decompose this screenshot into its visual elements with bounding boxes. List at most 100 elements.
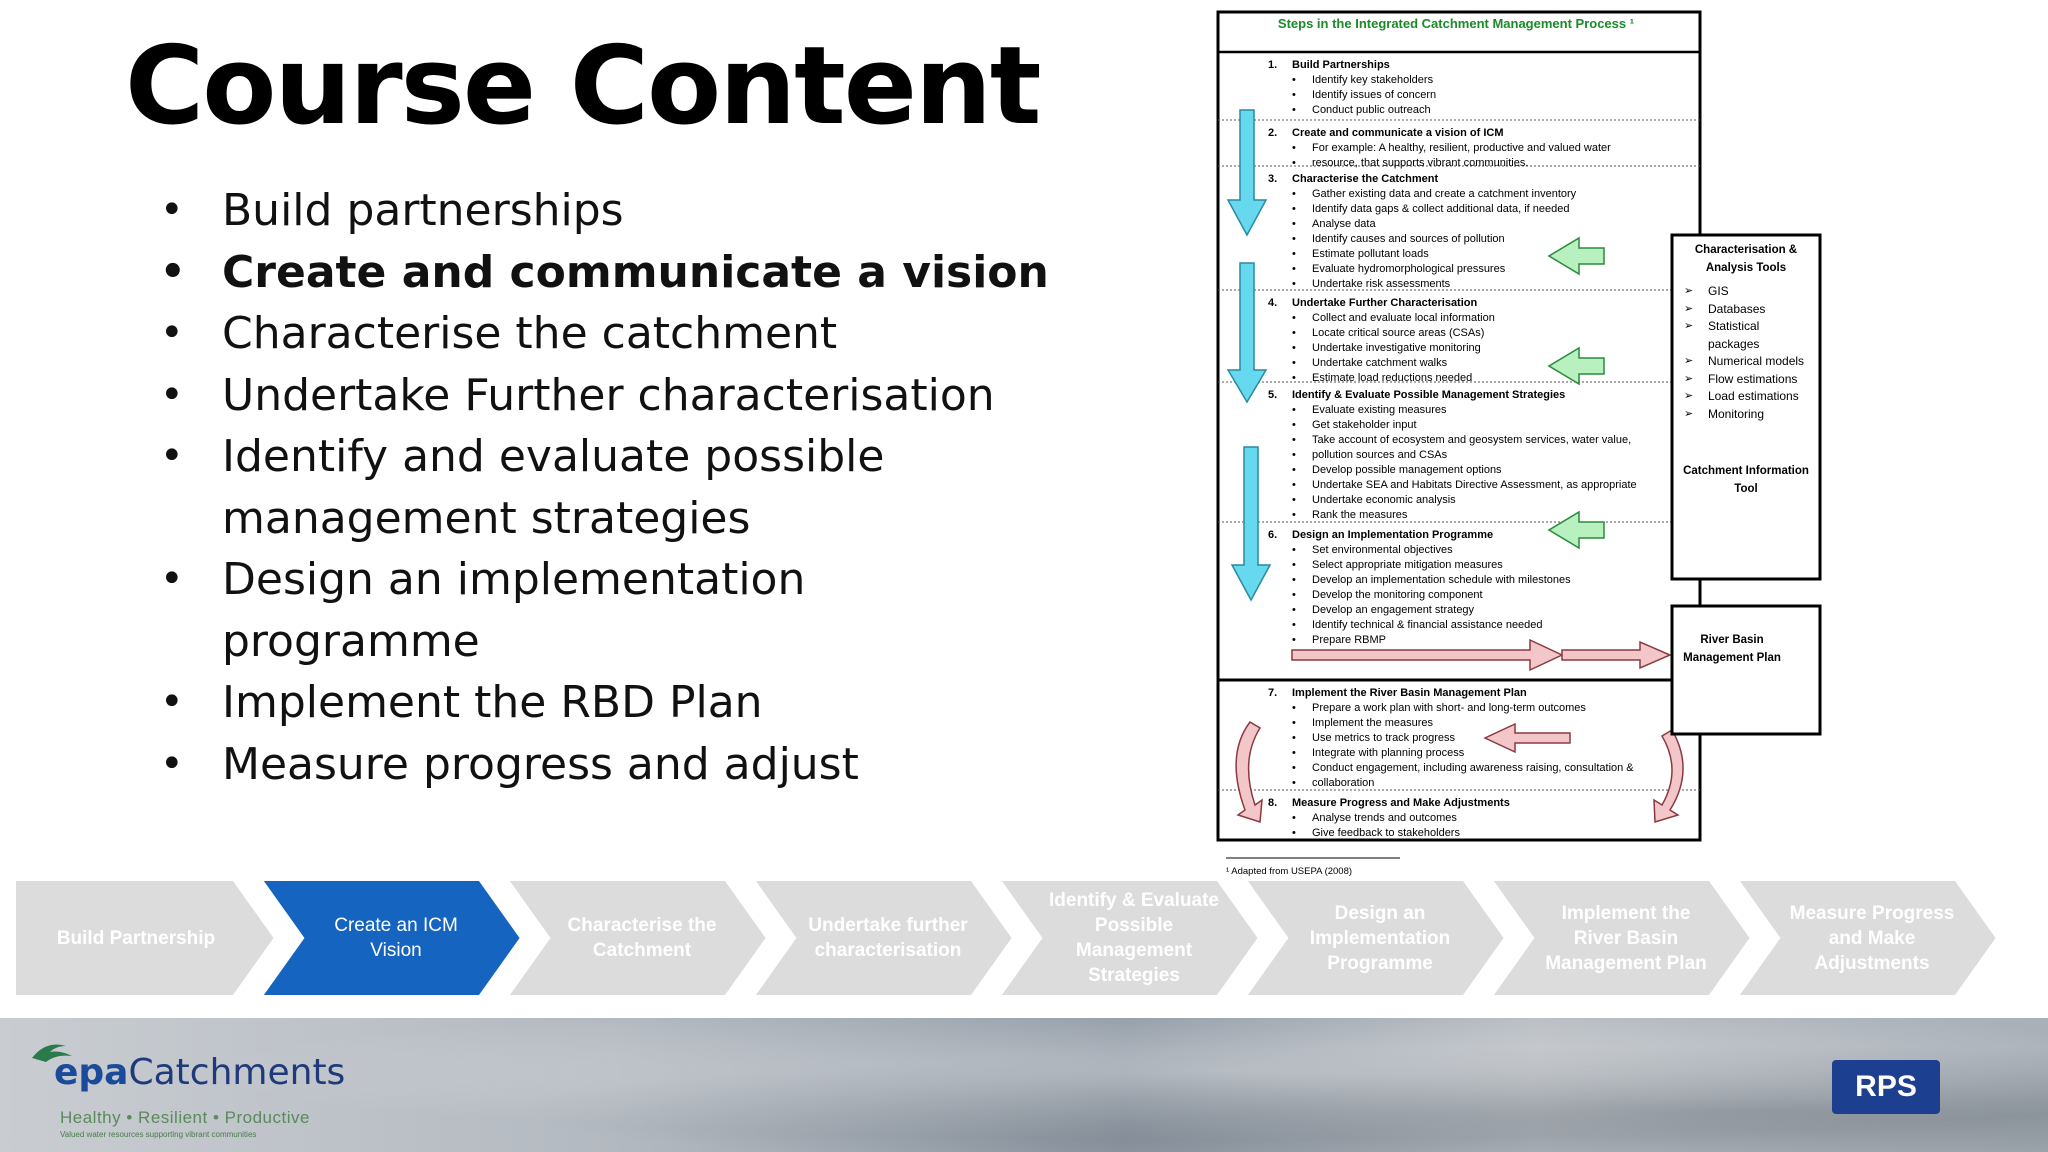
diagram-title: Steps in the Integrated Catchment Manage…	[1277, 16, 1635, 31]
step-heading: Build Partnerships	[1292, 59, 1390, 71]
diagram-step-5: 5.Identify & Evaluate Possible Managemen…	[1268, 388, 1637, 523]
footer-banner: epaCatchments Healthy • Resilient • Prod…	[0, 1018, 2048, 1152]
step-item: Conduct engagement, including awareness …	[1292, 761, 1634, 776]
process-step-1[interactable]: Build Partnership	[14, 876, 276, 1000]
rps-logo: RPS	[1832, 1060, 1940, 1114]
step-item: Set environmental objectives	[1292, 543, 1571, 558]
diagram-step-4: 4.Undertake Further CharacterisationColl…	[1268, 296, 1495, 386]
tools-list: GISDatabasesStatistical packagesNumerica…	[1680, 283, 1812, 423]
diagram-step-6: 6.Design an Implementation ProgrammeSet …	[1268, 528, 1571, 648]
step-item: Develop an engagement strategy	[1292, 603, 1571, 618]
curved-arrow-icon	[1235, 721, 1263, 823]
step-heading: Design an Implementation Programme	[1292, 529, 1494, 541]
diagram-step-8: 8.Measure Progress and Make AdjustmentsA…	[1268, 796, 1510, 841]
step-item: Evaluate hydromorphological pressures	[1292, 262, 1576, 277]
diagram-step-1: 1.Build PartnershipsIdentify key stakeho…	[1268, 58, 1436, 118]
step-item: Integrate with planning process	[1292, 746, 1634, 761]
curved-arrow-icon	[1653, 728, 1684, 823]
process-step-7[interactable]: Implement the River Basin Management Pla…	[1490, 876, 1752, 1000]
step-item: Estimate load reductions needed	[1292, 371, 1495, 386]
step-item: Take account of ecosystem and geosystem …	[1292, 433, 1637, 448]
logo-subtagline: Valued water resources supporting vibran…	[60, 1130, 257, 1139]
course-item: Undertake Further characterisation	[160, 365, 1060, 427]
process-step-3[interactable]: Characterise the Catchment	[506, 876, 768, 1000]
step-item: Develop an implementation schedule with …	[1292, 573, 1571, 588]
step-item: Prepare RBMP	[1292, 633, 1571, 648]
tools-box: Characterisation & Analysis Tools GISDat…	[1680, 242, 1812, 498]
step-heading: Identify & Evaluate Possible Management …	[1292, 389, 1566, 401]
step-item: Locate critical source areas (CSAs)	[1292, 326, 1495, 341]
step-item: Estimate pollutant loads	[1292, 247, 1576, 262]
diagram-step-7: 7.Implement the River Basin Management P…	[1268, 686, 1634, 791]
step-item: Implement the measures	[1292, 716, 1634, 731]
step-item: Gather existing data and create a catchm…	[1292, 187, 1576, 202]
step-heading: Measure Progress and Make Adjustments	[1292, 797, 1510, 809]
down-arrow-icon	[1226, 262, 1268, 404]
step-item: Identify key stakeholders	[1292, 73, 1436, 88]
step-item: pollution sources and CSAs	[1292, 448, 1637, 463]
process-step-4[interactable]: Undertake further characterisation	[752, 876, 1014, 1000]
process-step-2[interactable]: Create an ICM Vision	[260, 876, 522, 1000]
tools-box-footer: Catchment Information Tool	[1683, 465, 1809, 495]
course-item: Build partnerships	[160, 180, 1060, 242]
process-step-label: Design an Implementation Programme	[1309, 902, 1451, 974]
tool-item: Load estimations	[1684, 388, 1812, 406]
step-item: Undertake catchment walks	[1292, 356, 1495, 371]
down-arrows	[1226, 109, 1272, 602]
process-chevron-bar: Build Partnership Create an ICM Vision Cha…	[0, 876, 2048, 1000]
process-step-8[interactable]: Measure Progress and Make Adjustments	[1736, 876, 1998, 1000]
process-step-6[interactable]: Design an Implementation Programme	[1244, 876, 1506, 1000]
step-item: Collect and evaluate local information	[1292, 311, 1495, 326]
step-item: Undertake SEA and Habitats Directive Ass…	[1292, 478, 1637, 493]
course-item: Design an implementation programme	[160, 549, 1060, 672]
process-step-label: Characterise the Catchment	[567, 915, 717, 961]
step-item: Give feedback to stakeholders	[1292, 826, 1510, 841]
step-item: Identify technical & financial assistanc…	[1292, 618, 1571, 633]
logo-tagline: Healthy • Resilient • Productive	[60, 1108, 310, 1127]
step-heading: Characterise the Catchment	[1292, 173, 1439, 185]
step-item: Identify data gaps & collect additional …	[1292, 202, 1576, 217]
step-heading: Undertake Further Characterisation	[1292, 297, 1478, 309]
diagram-footnote: ¹ Adapted from USEPA (2008)	[1226, 866, 1353, 877]
step-item: Analyse trends and outcomes	[1292, 811, 1510, 826]
diagram-step-3: 3.Characterise the CatchmentGather exist…	[1268, 172, 1576, 292]
down-arrow-icon	[1230, 446, 1272, 602]
step-item: For example: A healthy, resilient, produ…	[1292, 141, 1611, 156]
step-item: Undertake investigative monitoring	[1292, 341, 1495, 356]
process-step-label: Measure Progress and Make Adjustments	[1789, 902, 1955, 974]
step-item: resource, that supports vibrant communit…	[1292, 156, 1611, 171]
step-item: Rank the measures	[1292, 508, 1637, 523]
step-item: Conduct public outreach	[1292, 103, 1436, 118]
process-step-label: Identify & Evaluate Possible Management …	[1049, 890, 1219, 986]
rbmp-box-frame	[1670, 604, 1822, 736]
step-item: collaboration	[1292, 776, 1634, 791]
tool-item: Databases	[1684, 301, 1812, 319]
rbmp-box-label: River Basin Management Plan	[1683, 634, 1781, 664]
tool-item: Flow estimations	[1684, 371, 1812, 389]
step-item: Select appropriate mitigation measures	[1292, 558, 1571, 573]
step-item: Develop possible management options	[1292, 463, 1637, 478]
step-heading: Implement the River Basin Management Pla…	[1292, 687, 1527, 699]
right-arrow-icon	[1561, 640, 1672, 670]
step-item: Evaluate existing measures	[1292, 403, 1637, 418]
course-item: Characterise the catchment	[160, 303, 1060, 365]
course-item: Implement the RBD Plan	[160, 672, 1060, 734]
tool-item: Monitoring	[1684, 406, 1812, 424]
step-item: Develop the monitoring component	[1292, 588, 1571, 603]
right-arrow-icon	[1291, 638, 1564, 672]
step-heading: Create and communicate a vision of ICM	[1292, 127, 1504, 139]
tool-item: Numerical models	[1684, 353, 1812, 371]
process-step-5[interactable]: Identify & Evaluate Possible Management …	[998, 876, 1260, 1000]
process-step-label: Implement the River Basin Management Pla…	[1545, 902, 1707, 974]
step-item: Prepare a work plan with short- and long…	[1292, 701, 1634, 716]
step-item: Identify causes and sources of pollution	[1292, 232, 1576, 247]
bird-logo-icon	[32, 1044, 72, 1062]
step-item: Get stakeholder input	[1292, 418, 1637, 433]
logo-wordmark: epaCatchments	[54, 1052, 346, 1093]
step-item: Analyse data	[1292, 217, 1576, 232]
course-item: Identify and evaluate possible managemen…	[160, 426, 1060, 549]
icm-process-diagram: Steps in the Integrated Catchment Manage…	[1210, 10, 1828, 880]
process-step-label: Create an ICM Vision	[334, 915, 458, 961]
course-item: Measure progress and adjust	[160, 734, 1060, 796]
